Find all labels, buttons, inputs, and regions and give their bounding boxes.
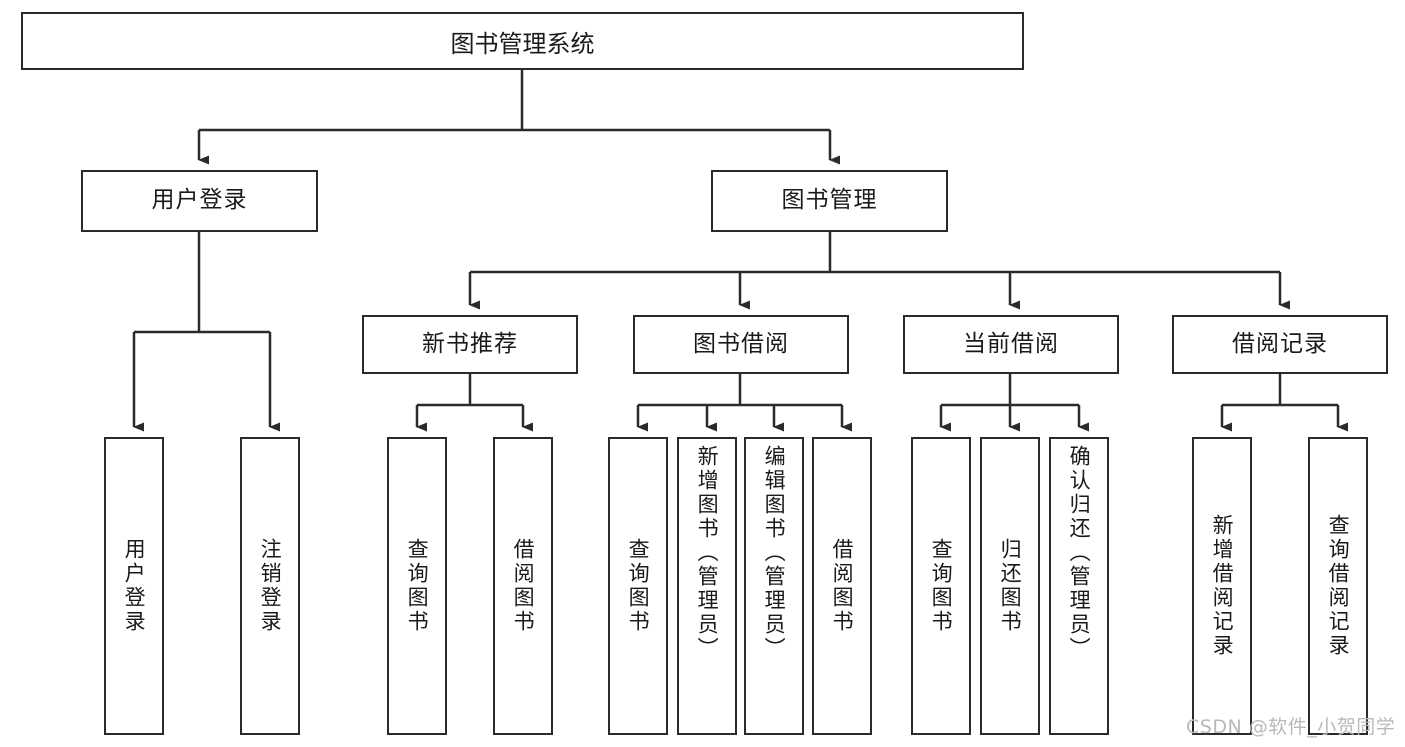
node-new-book-recommend[interactable]: 新书推荐 bbox=[362, 315, 578, 374]
node-borrow-records[interactable]: 借阅记录 bbox=[1172, 315, 1388, 374]
leaf-records-add-record-label: 新增借阅记录 bbox=[1210, 514, 1235, 658]
leaf-new-query-book-label: 查询图书 bbox=[405, 538, 430, 634]
csdn-watermark: CSDN @软件_小贺同学 bbox=[1186, 716, 1396, 738]
node-current-borrow[interactable]: 当前借阅 bbox=[903, 315, 1119, 374]
leaf-user-logout[interactable]: 注销登录 bbox=[240, 437, 300, 735]
leaf-new-borrow-book-label: 借阅图书 bbox=[511, 538, 536, 634]
leaf-records-add-record[interactable]: 新增借阅记录 bbox=[1192, 437, 1252, 735]
leaf-borrow-borrow-book-label: 借阅图书 bbox=[830, 538, 855, 634]
leaf-borrow-add-book[interactable]: 新增图书（管理员） bbox=[677, 437, 737, 735]
node-book-management[interactable]: 图书管理 bbox=[711, 170, 948, 232]
leaf-new-borrow-book[interactable]: 借阅图书 bbox=[493, 437, 553, 735]
node-root[interactable]: 图书管理系统 bbox=[21, 12, 1024, 70]
node-root-label: 图书管理系统 bbox=[450, 29, 595, 58]
node-user-login-label: 用户登录 bbox=[151, 187, 248, 214]
leaf-borrow-add-book-label: 新增图书（管理员） bbox=[695, 445, 720, 661]
node-new-book-recommend-label: 新书推荐 bbox=[422, 330, 518, 357]
leaf-records-query-record-label: 查询借阅记录 bbox=[1326, 514, 1351, 658]
node-book-management-label: 图书管理 bbox=[781, 187, 878, 214]
node-current-borrow-label: 当前借阅 bbox=[963, 330, 1059, 357]
leaf-borrow-edit-book[interactable]: 编辑图书（管理员） bbox=[744, 437, 804, 735]
leaf-borrow-edit-book-label: 编辑图书（管理员） bbox=[762, 445, 787, 661]
leaf-current-return-book[interactable]: 归还图书 bbox=[980, 437, 1040, 735]
leaf-borrow-query-book[interactable]: 查询图书 bbox=[608, 437, 668, 735]
node-book-borrow-label: 图书借阅 bbox=[693, 330, 789, 357]
leaf-user-login-label: 用户登录 bbox=[122, 538, 147, 634]
leaf-current-query-book[interactable]: 查询图书 bbox=[911, 437, 971, 735]
leaf-records-query-record[interactable]: 查询借阅记录 bbox=[1308, 437, 1368, 735]
leaf-borrow-query-book-label: 查询图书 bbox=[626, 538, 651, 634]
leaf-current-confirm-return-label: 确认归还（管理员） bbox=[1067, 445, 1092, 661]
node-book-borrow[interactable]: 图书借阅 bbox=[633, 315, 849, 374]
node-borrow-records-label: 借阅记录 bbox=[1232, 330, 1328, 357]
node-user-login[interactable]: 用户登录 bbox=[81, 170, 318, 232]
leaf-current-return-book-label: 归还图书 bbox=[998, 538, 1023, 634]
leaf-user-login[interactable]: 用户登录 bbox=[104, 437, 164, 735]
leaf-new-query-book[interactable]: 查询图书 bbox=[387, 437, 447, 735]
leaf-current-query-book-label: 查询图书 bbox=[929, 538, 954, 634]
leaf-borrow-borrow-book[interactable]: 借阅图书 bbox=[812, 437, 872, 735]
leaf-current-confirm-return[interactable]: 确认归还（管理员） bbox=[1049, 437, 1109, 735]
leaf-user-logout-label: 注销登录 bbox=[258, 538, 283, 634]
